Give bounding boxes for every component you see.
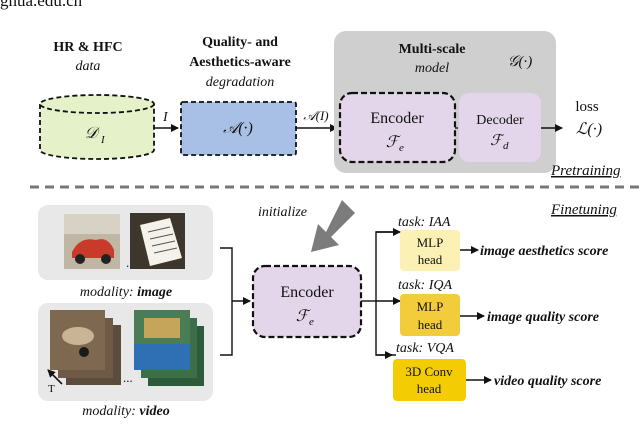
task-iqa-head bbox=[400, 294, 460, 336]
degradation-title-2: Aesthetics-aware bbox=[189, 55, 291, 70]
task-iqa-label: task: IQA bbox=[398, 278, 452, 293]
decoder-box bbox=[459, 93, 541, 162]
decoder-sub: d bbox=[503, 140, 509, 152]
data-symbol: 𝒟 bbox=[85, 125, 101, 142]
data-cylinder: 𝒟 I bbox=[39, 94, 155, 160]
pretrain-encoder-label: Encoder bbox=[370, 110, 424, 127]
task-iqa-head-line2: head bbox=[418, 317, 443, 332]
video-modality-value: video bbox=[139, 404, 169, 419]
task-iqa-output: image quality score bbox=[487, 310, 599, 325]
image-modality-label: modality: image bbox=[80, 285, 172, 300]
data-subtitle: data bbox=[76, 59, 101, 74]
task-iaa-label: task: IAA bbox=[398, 215, 451, 230]
loss-symbol: ℒ(·) bbox=[576, 121, 602, 138]
degradation-subtitle: degradation bbox=[206, 75, 274, 90]
initialize-arrow bbox=[311, 200, 355, 252]
finetune-encoder-label: Encoder bbox=[280, 284, 334, 301]
task-iqa: task: IQA MLP head image quality score bbox=[398, 278, 599, 336]
model-subtitle: model bbox=[415, 61, 449, 76]
decoder-label: Decoder bbox=[476, 113, 524, 128]
pretrain-encoder-symbol: ℱ bbox=[386, 134, 402, 151]
video-frames-left bbox=[50, 310, 121, 385]
task-vqa-output: video quality score bbox=[494, 374, 601, 389]
image-modality-value: image bbox=[137, 285, 172, 300]
pretrain-encoder-box bbox=[338, 91, 457, 164]
model-symbol: 𝒢(·) bbox=[508, 54, 532, 70]
task-iqa-head-line1: MLP bbox=[417, 299, 444, 314]
task-iaa-head bbox=[400, 230, 460, 271]
finetuning-stage-label: Finetuning bbox=[550, 202, 617, 218]
input-bracket bbox=[220, 247, 251, 356]
task-vqa-head-line2: head bbox=[417, 381, 442, 396]
task-iaa-output: image aesthetics score bbox=[480, 244, 608, 259]
task-vqa-head bbox=[393, 359, 466, 401]
video-modality-prefix: modality: bbox=[82, 404, 139, 419]
task-iaa-head-line2: head bbox=[418, 252, 443, 267]
time-arrow: T bbox=[47, 369, 63, 395]
task-iaa-head-line1: MLP bbox=[417, 235, 444, 250]
initialize-label: initialize bbox=[258, 205, 307, 220]
video-ellipsis: ... bbox=[123, 370, 133, 385]
image-thumbnail-paper bbox=[130, 213, 185, 269]
pretrain-encoder-sub: e bbox=[399, 142, 404, 154]
loss-label: loss bbox=[575, 99, 599, 115]
video-modality-label: modality: video bbox=[82, 404, 169, 419]
image-thumbnail-car bbox=[64, 214, 120, 269]
edge-i-label: I bbox=[162, 110, 169, 125]
finetune-encoder-symbol: ℱ bbox=[296, 308, 312, 325]
degradation-title-1: Quality- and bbox=[202, 35, 278, 50]
decoder-symbol: ℱ bbox=[490, 133, 505, 149]
time-label: T bbox=[48, 383, 55, 395]
model-title: Multi-scale bbox=[399, 42, 466, 57]
finetune-encoder-sub: e bbox=[309, 316, 314, 328]
task-iaa: task: IAA MLP head image aesthetics scor… bbox=[398, 215, 608, 271]
video-frames-right bbox=[134, 310, 204, 386]
data-title: HR & HFC bbox=[53, 40, 122, 55]
data-cylinder-top bbox=[39, 94, 155, 114]
pretraining-stage-label: Pretraining bbox=[550, 163, 621, 179]
task-vqa-label: task: VQA bbox=[396, 341, 454, 356]
finetune-encoder-box bbox=[251, 264, 363, 339]
top-cutoff-text: ghua.edu.cn bbox=[0, 0, 83, 10]
data-symbol-sub: I bbox=[100, 134, 106, 146]
task-vqa-head-line1: 3D Conv bbox=[405, 364, 453, 379]
output-bracket bbox=[361, 228, 401, 359]
data-cylinder-body bbox=[39, 104, 155, 160]
image-modality-prefix: modality: bbox=[80, 285, 137, 300]
task-vqa: task: VQA 3D Conv head video quality sco… bbox=[393, 341, 601, 401]
degradation-symbol: 𝒜(·) bbox=[223, 120, 253, 137]
edge-ai-label: 𝒜(I) bbox=[303, 108, 328, 123]
